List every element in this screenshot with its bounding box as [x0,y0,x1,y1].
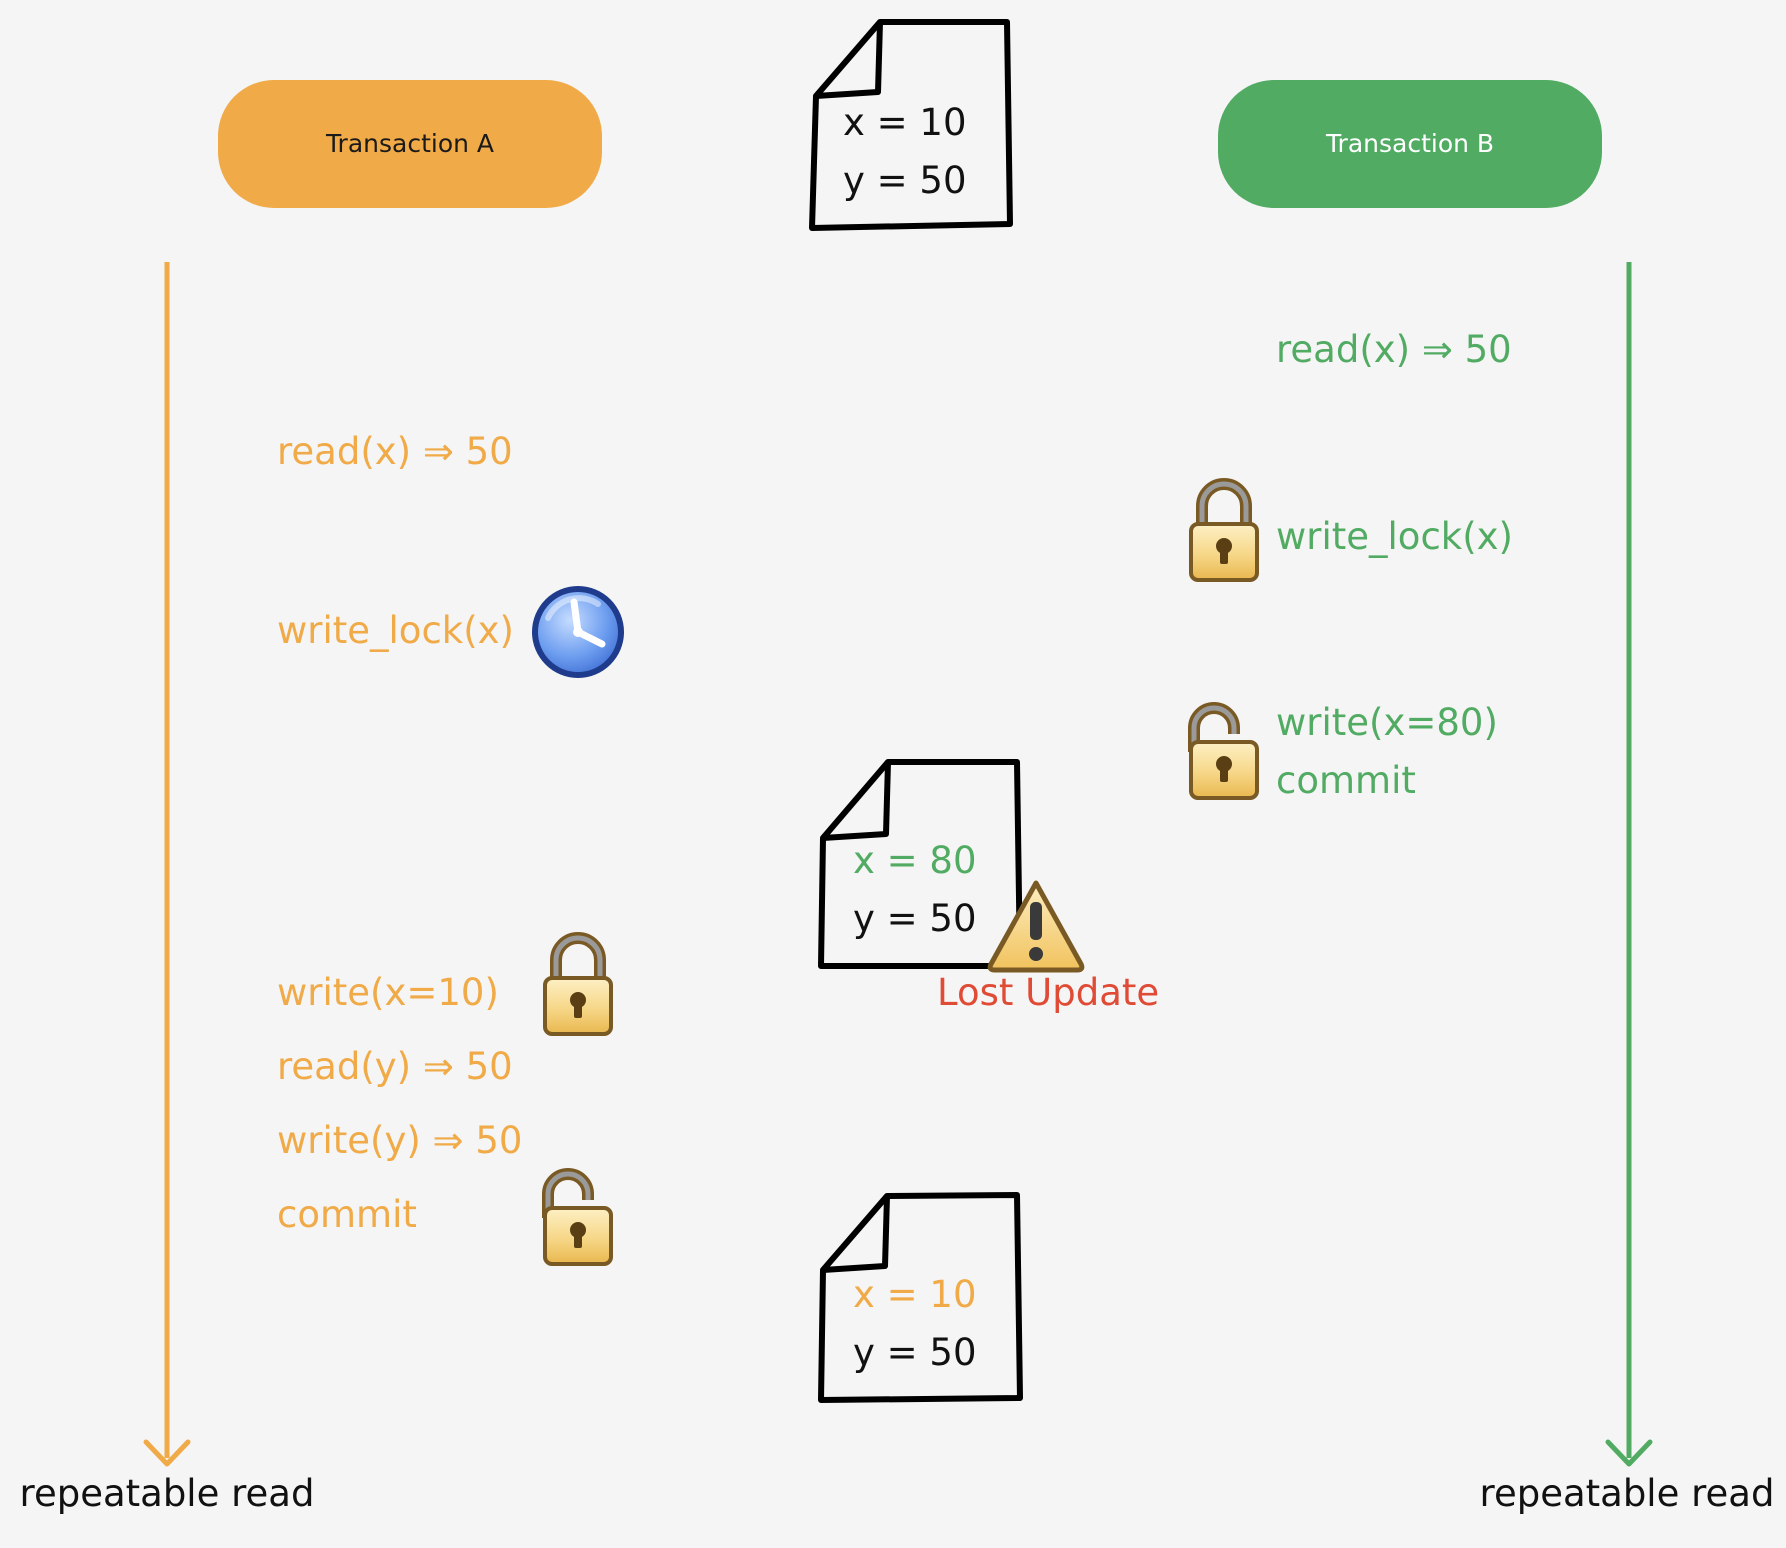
unlock-icon [542,1168,613,1266]
step-b-write-x: write(x=80) [1276,701,1498,744]
step-a-write-y: write(y) ⇒ 50 [277,1119,522,1162]
step-a-write-lock-x: write_lock(x) [277,609,514,652]
timeline-b [1605,262,1653,1467]
timeline-a [143,262,191,1467]
transaction-a-header: Transaction A [218,80,602,208]
step-a-read-x: read(x) ⇒ 50 [277,430,513,473]
transaction-b-label: Transaction B [1325,129,1494,158]
timeline-a-footer: repeatable read [20,1472,315,1515]
step-a-commit: commit [277,1193,417,1236]
lock-icon [1189,478,1259,582]
document-2-x: x = 80 [853,839,977,882]
step-b-commit: commit [1276,759,1416,802]
step-b-write-lock-x: write_lock(x) [1276,515,1513,558]
transaction-b-header: Transaction B [1218,80,1602,208]
document-1-x: x = 10 [843,101,967,144]
clock-icon [532,586,624,678]
step-b-read-x: read(x) ⇒ 50 [1276,328,1512,371]
document-3-y: y = 50 [853,1331,977,1374]
lost-update-label: Lost Update [937,971,1159,1014]
document-icon: x = 10 y = 50 [818,1192,1023,1403]
document-icon: x = 80 y = 50 [818,759,1023,969]
step-a-read-y: read(y) ⇒ 50 [277,1045,513,1088]
timeline-b-footer: repeatable read [1480,1472,1775,1515]
document-1-y: y = 50 [843,159,967,202]
unlock-icon [1188,702,1259,800]
step-a-write-x: write(x=10) [277,971,499,1014]
document-3-x: x = 10 [853,1273,977,1316]
transaction-a-label: Transaction A [325,129,494,158]
document-icon: x = 10 y = 50 [809,19,1013,231]
document-2-y: y = 50 [853,897,977,940]
lock-icon [543,932,613,1036]
warning-icon [987,880,1085,973]
